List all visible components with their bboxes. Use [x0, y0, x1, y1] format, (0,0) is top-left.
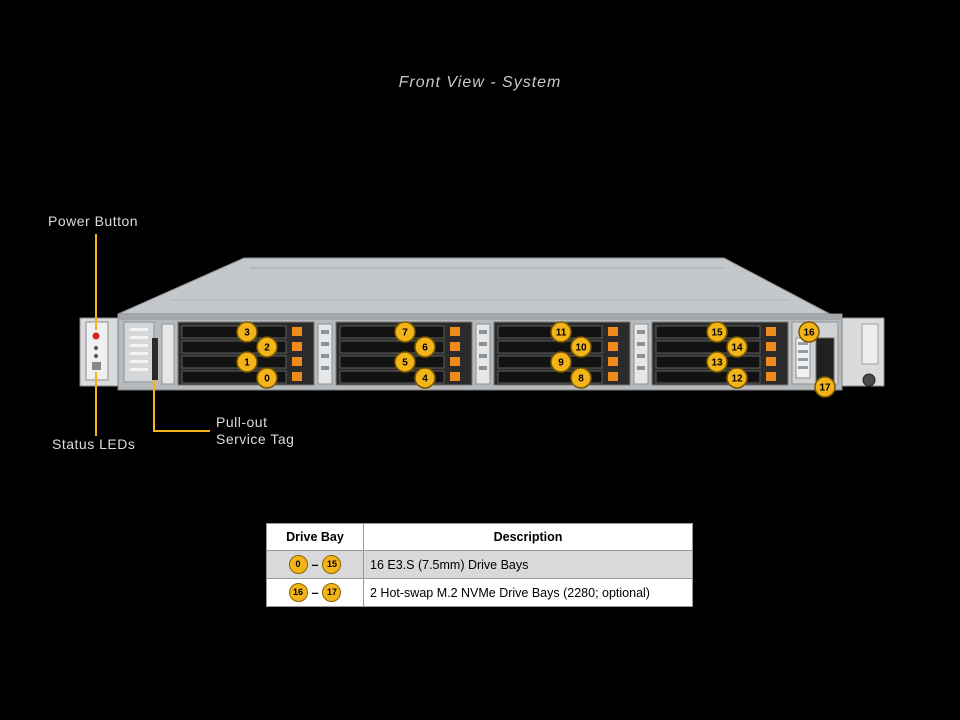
- bay-badge: 0: [288, 555, 308, 574]
- drive-group-1: [177, 321, 315, 386]
- bay-badge: 15: [322, 555, 342, 574]
- drive-bay-badge: [814, 376, 836, 398]
- control-panel: [85, 321, 109, 381]
- drive-bay-badge: [798, 321, 820, 343]
- legend-header-row: Drive Bay Description: [266, 523, 693, 551]
- drive-bay-badge: [236, 321, 258, 343]
- service-tag-label: Service Tag: [216, 431, 295, 447]
- drive-bay-badge: [706, 321, 728, 343]
- drive-bay-badge: [550, 351, 572, 373]
- drive-bay-number: 6: [422, 343, 428, 354]
- drive-bay-number: 9: [558, 358, 564, 369]
- drive-bay-number: 14: [731, 343, 743, 354]
- drive-bay-number: 1: [244, 358, 250, 369]
- page-title: Front View - System: [398, 74, 562, 91]
- status-leds-callout: Status LEDs: [52, 436, 136, 452]
- drive-bay-badge: [726, 336, 748, 358]
- drive-bay-number: 11: [556, 328, 567, 339]
- drive-bay-badge: [394, 321, 416, 343]
- range-dash: –: [311, 557, 319, 572]
- drive-bay-badge: [570, 367, 592, 389]
- drive-bay-badge: [414, 336, 436, 358]
- drive-bay-badge: [236, 351, 258, 373]
- legend-header-description: Description: [363, 523, 693, 551]
- drive-bay-badge: [256, 336, 278, 358]
- drive-bay-badge: [706, 351, 728, 373]
- drive-bay-number: 2: [264, 343, 270, 354]
- drive-bay-legend-table: Drive Bay Description 0–15 16 E3.S (7.5m…: [266, 523, 693, 607]
- drive-bay-number: 10: [575, 343, 587, 354]
- legend-description: 16 E3.S (7.5mm) Drive Bays: [363, 550, 693, 579]
- drive-bay-number: 12: [731, 374, 743, 385]
- drive-bay-number: 3: [244, 328, 250, 339]
- drive-bay-number: 7: [402, 328, 408, 339]
- table-row: 16–17 2 Hot-swap M.2 NVMe Drive Bays (22…: [266, 578, 693, 607]
- table-row: 0–15 16 E3.S (7.5mm) Drive Bays: [266, 550, 693, 579]
- drive-bay-badge: [256, 367, 278, 389]
- drive-bay-badge: [570, 336, 592, 358]
- range-dash: –: [311, 585, 319, 600]
- drive-bay-number: 16: [803, 328, 815, 339]
- bay-badge: 16: [288, 583, 308, 602]
- drive-bay-badge: [394, 351, 416, 373]
- thumbscrew: [862, 373, 876, 387]
- drive-bay-number: 15: [711, 328, 723, 339]
- legend-description: 2 Hot-swap M.2 NVMe Drive Bays (2280; op…: [363, 578, 693, 607]
- drive-bay-number: 5: [402, 358, 408, 369]
- legend-bay-range: 0–15: [266, 550, 364, 579]
- drive-bay-number: 13: [711, 358, 723, 369]
- legend-header-drive-bay: Drive Bay: [266, 523, 364, 551]
- drive-bay-badge: [550, 321, 572, 343]
- service-tag: [152, 338, 158, 380]
- drive-bay-number: 0: [264, 374, 270, 385]
- power-button-icon: [92, 332, 100, 340]
- pullout-label: Pull-out: [216, 414, 268, 430]
- drive-bay-badge: [414, 367, 436, 389]
- pullout-service-tag-callout: Pull-out Service Tag: [216, 414, 294, 448]
- power-button-callout: Power Button: [48, 213, 139, 229]
- drive-bay-number: 8: [578, 374, 584, 385]
- legend-bay-range: 16–17: [266, 578, 364, 607]
- drive-bay-badge: [726, 367, 748, 389]
- bay-badge: 17: [322, 583, 342, 602]
- chassis-top-cover: [117, 257, 831, 315]
- drive-bay-number: 17: [819, 383, 831, 394]
- service-tag-callout-line: [153, 380, 210, 432]
- drive-bay-number: 4: [422, 374, 428, 385]
